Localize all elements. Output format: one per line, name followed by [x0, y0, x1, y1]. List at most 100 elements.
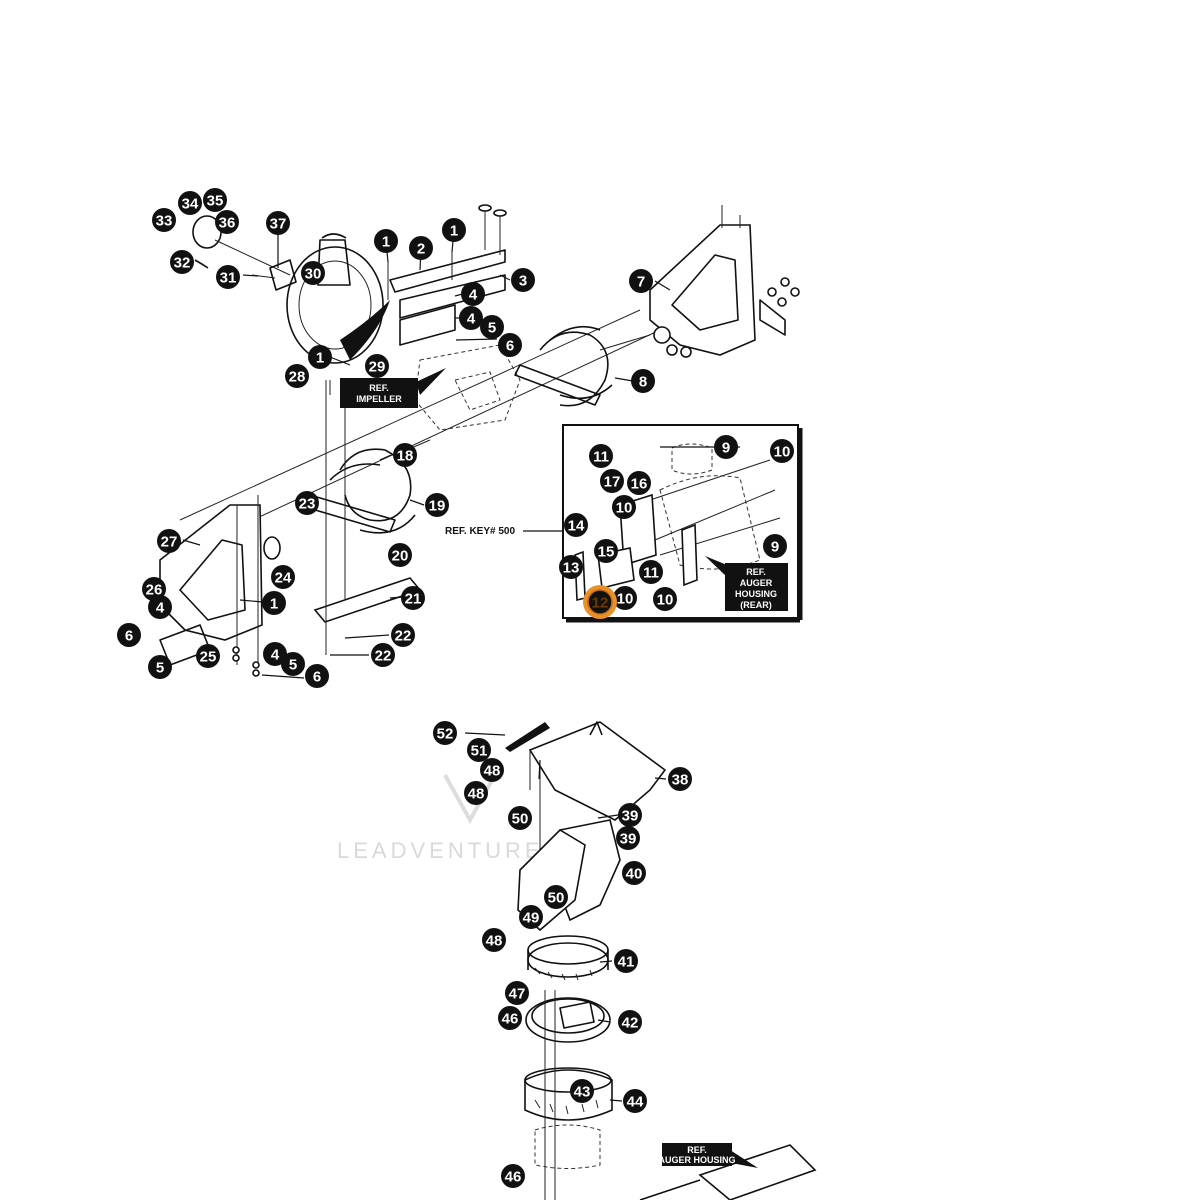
- callout-circle: [622, 861, 646, 885]
- callout-circle: [511, 268, 535, 292]
- callout-number: 37: [270, 216, 287, 233]
- callout-26: 26: [142, 577, 166, 601]
- callout-36: 36: [215, 210, 239, 234]
- callout-number: 16: [631, 476, 648, 493]
- callout-circle: [467, 738, 491, 762]
- callout-41: 41: [614, 949, 638, 973]
- callout-circle: [631, 369, 655, 393]
- callout-circle: [196, 644, 220, 668]
- callout-circle: [388, 543, 412, 567]
- callout-circle: [308, 345, 332, 369]
- callout-circle: [519, 905, 543, 929]
- callout-number: 4: [469, 287, 478, 304]
- callout-28: 28: [285, 364, 309, 388]
- callout-16: 16: [627, 471, 651, 495]
- callout-circle: [480, 315, 504, 339]
- callout-number: 14: [568, 518, 585, 535]
- callout-51: 51: [467, 738, 491, 762]
- callout-22a: 22: [391, 623, 415, 647]
- callout-8: 8: [631, 369, 655, 393]
- callout-number: 52: [437, 726, 454, 743]
- callout-circle: [464, 781, 488, 805]
- callout-circle: [170, 250, 194, 274]
- callout-number: 34: [182, 196, 199, 213]
- callout-number: 5: [488, 320, 496, 337]
- callout-circle: [770, 439, 794, 463]
- callout-2: 2: [409, 236, 433, 260]
- callout-number: 47: [509, 986, 526, 1003]
- callout-22b: 22: [371, 643, 395, 667]
- callout-number: 10: [617, 591, 634, 608]
- callout-5c: 5: [281, 652, 305, 676]
- callout-40: 40: [622, 861, 646, 885]
- callout-circle: [668, 767, 692, 791]
- callout-circle: [627, 471, 651, 495]
- callout-1c: 1: [308, 345, 332, 369]
- callout-circle: [391, 623, 415, 647]
- callout-number: 43: [574, 1084, 591, 1101]
- callout-number: 51: [471, 743, 488, 760]
- callout-number: 6: [125, 628, 133, 645]
- callout-number: 40: [626, 866, 643, 883]
- callout-1a: 1: [374, 229, 398, 253]
- callout-15: 15: [594, 539, 618, 563]
- callout-circle: [117, 623, 141, 647]
- callout-circle: [285, 364, 309, 388]
- callout-47: 47: [505, 981, 529, 1005]
- callout-37: 37: [266, 211, 290, 235]
- callout-circle: [409, 236, 433, 260]
- callout-circle: [505, 981, 529, 1005]
- callout-9a: 9: [714, 435, 738, 459]
- callout-circle: [498, 333, 522, 357]
- ref-auger-housing-rear-box: REF. AUGER HOUSING (REAR): [705, 556, 788, 611]
- callout-38: 38: [668, 767, 692, 791]
- callout-number: 48: [484, 763, 501, 780]
- callout-number: 20: [392, 548, 409, 565]
- callout-number: 38: [672, 772, 689, 789]
- ref-auger-rear-line3: HOUSING: [735, 589, 777, 599]
- callout-circle: [271, 565, 295, 589]
- callout-number: 6: [506, 338, 514, 355]
- callout-9b: 9: [763, 534, 787, 558]
- callout-6a: 6: [498, 333, 522, 357]
- upper-assembly-drawing: [159, 204, 800, 677]
- callout-43: 43: [570, 1079, 594, 1103]
- callout-circle: [148, 655, 172, 679]
- callout-number: 42: [622, 1015, 639, 1032]
- callout-circle: [618, 1010, 642, 1034]
- ref-auger-rear-line1: REF.: [746, 567, 766, 577]
- callout-31: 31: [216, 265, 240, 289]
- callout-number: 11: [593, 449, 609, 466]
- callout-number: 26: [146, 582, 163, 599]
- callout-number: 4: [271, 647, 280, 664]
- callout-1d: 1: [262, 591, 286, 615]
- callout-circle: [401, 586, 425, 610]
- callout-number: 36: [219, 215, 236, 232]
- callout-number: 12: [592, 595, 609, 612]
- callout-circle: [461, 282, 485, 306]
- callout-circle: [570, 1079, 594, 1103]
- callout-18: 18: [393, 443, 417, 467]
- callout-number: 41: [618, 954, 635, 971]
- callout-circle: [374, 229, 398, 253]
- callout-number: 15: [598, 544, 615, 561]
- callout-24: 24: [271, 565, 295, 589]
- callout-number: 19: [429, 498, 446, 515]
- callout-number: 30: [305, 266, 322, 283]
- callout-number: 9: [771, 539, 779, 556]
- callout-circle: [216, 265, 240, 289]
- callout-14: 14: [564, 513, 588, 537]
- callout-32: 32: [170, 250, 194, 274]
- callout-circle: [623, 1089, 647, 1113]
- callout-circle: [763, 534, 787, 558]
- callout-4a: 4: [461, 282, 485, 306]
- callout-5a: 5: [480, 315, 504, 339]
- callout-number: 1: [270, 596, 278, 613]
- callout-circle: [544, 885, 568, 909]
- callout-number: 22: [375, 648, 392, 665]
- callout-circle: [508, 806, 532, 830]
- callout-48a: 48: [480, 758, 504, 782]
- callout-number: 48: [486, 933, 503, 950]
- callout-6c: 6: [305, 664, 329, 688]
- callout-number: 10: [774, 444, 791, 461]
